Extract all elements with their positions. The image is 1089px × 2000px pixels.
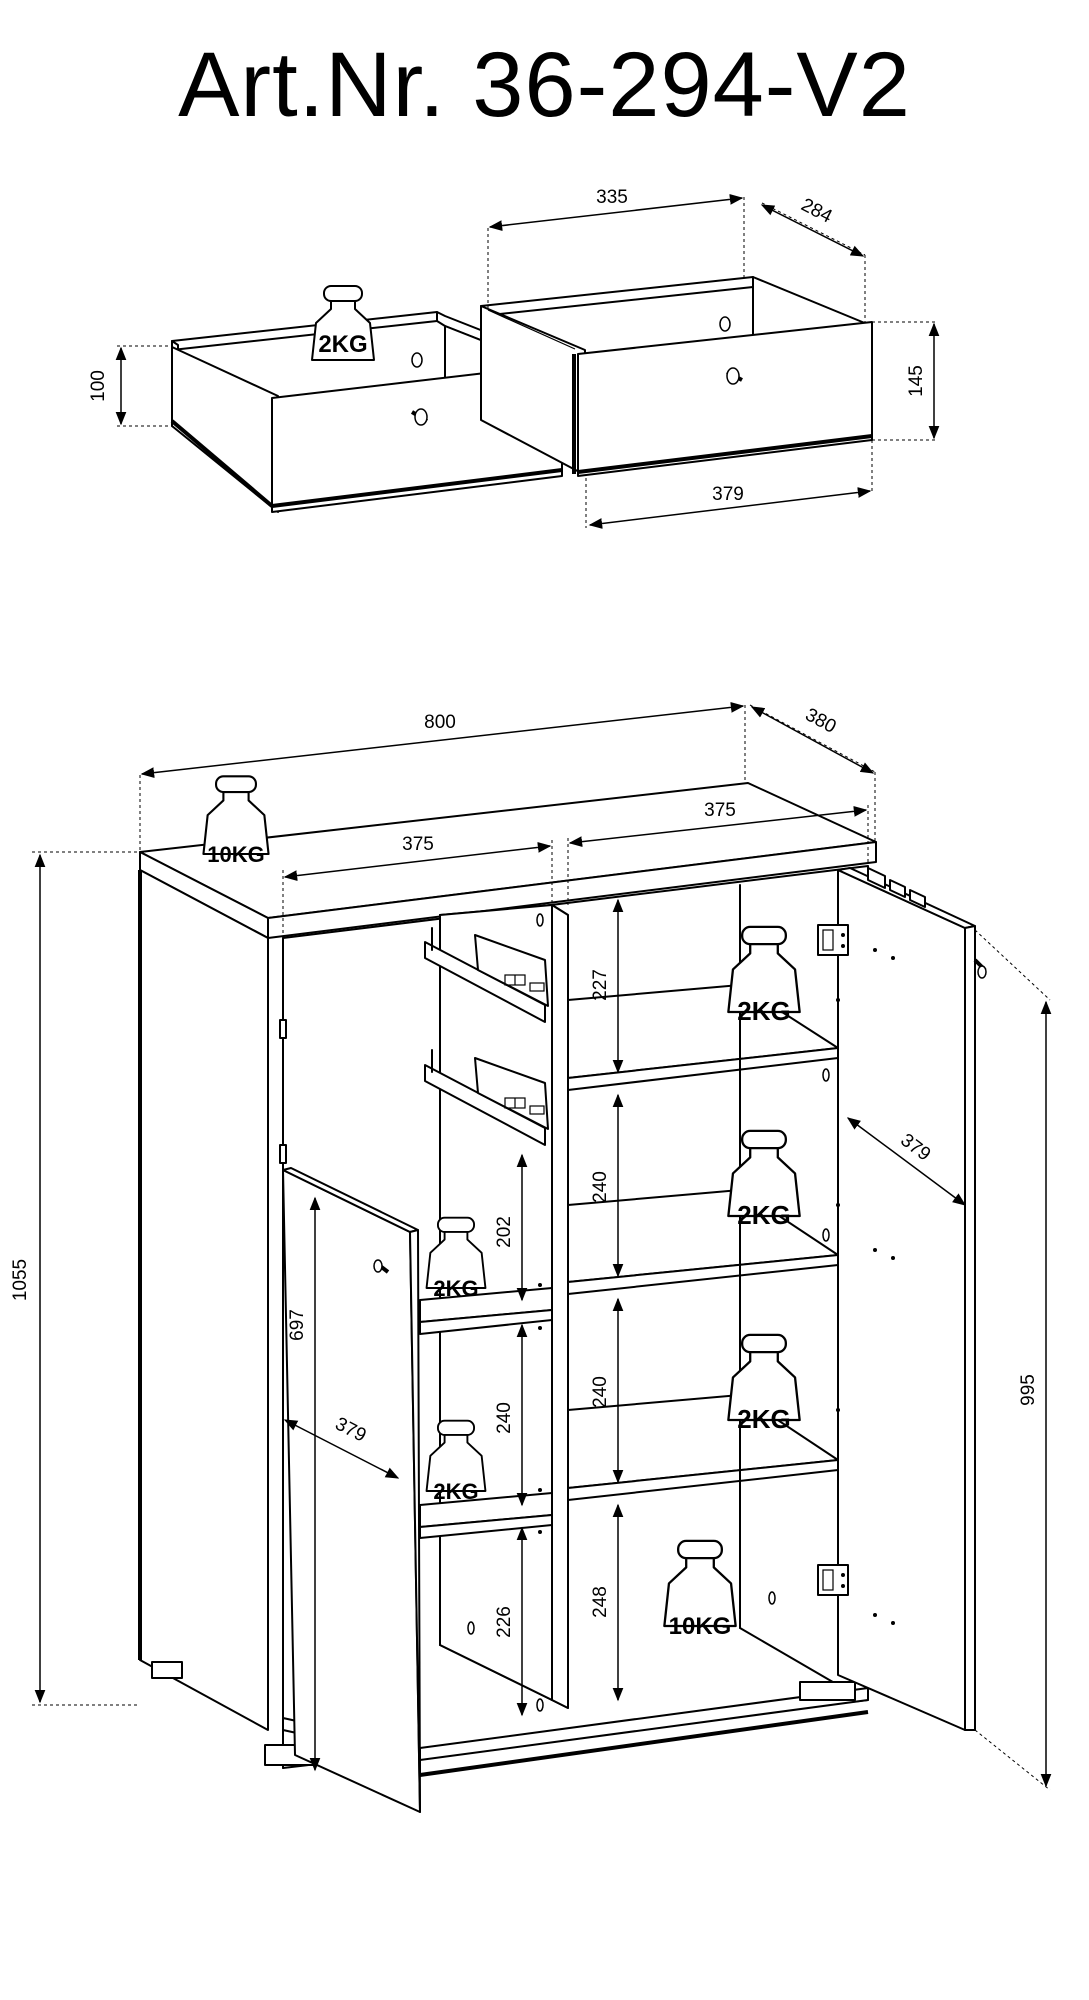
cabinet-top-weight-label: 10KG <box>207 842 264 867</box>
dim-drawer-front: 379 <box>712 484 744 505</box>
dim-right-height: 240 <box>590 1376 611 1408</box>
dim-drawer-height-left: 100 <box>88 370 109 402</box>
door-left <box>282 1167 421 1813</box>
shelf-weight-label: 2KG <box>737 996 790 1026</box>
foot <box>151 1661 183 1679</box>
dim-door-height: 995 <box>1018 1374 1039 1406</box>
door-right <box>817 867 987 1731</box>
drawer-right-knob-icon <box>726 367 743 385</box>
hinge-icon <box>279 1144 287 1164</box>
dim-right-height: 227 <box>590 969 611 1001</box>
hinge-icon <box>817 1564 849 1596</box>
drawer-right <box>480 276 873 477</box>
drawer-left-knob-icon <box>410 408 429 426</box>
cabinet-bottom-weight-label: 10KG <box>669 1613 732 1640</box>
foot <box>799 1681 856 1701</box>
shelf-weight-label: 2KG <box>737 1404 790 1434</box>
dim-drawer-depth: 284 <box>798 195 836 228</box>
dim-left-height: 240 <box>494 1402 515 1434</box>
dim-right-height: 248 <box>590 1586 611 1618</box>
shelf-weight-label: 2KG <box>737 1200 790 1230</box>
dim-inner-left: 375 <box>402 834 434 855</box>
shelf-weight-label: 2KG <box>433 1276 478 1301</box>
dim-inner-right: 375 <box>704 800 736 821</box>
drawer-weight-label: 2KG <box>318 331 367 358</box>
dim-left-height: 202 <box>494 1216 515 1248</box>
dim-total-height: 1055 <box>10 1259 31 1301</box>
dim-left-compartment: 697 <box>287 1309 308 1341</box>
drawer-dimensions: 335 284 100 145 379 <box>88 187 940 529</box>
dim-right-height: 240 <box>590 1171 611 1203</box>
cabinet <box>138 782 987 1813</box>
dim-drawer-width: 335 <box>596 187 628 208</box>
dim-drawer-height-right: 145 <box>906 365 927 397</box>
dim-total-depth: 380 <box>802 704 840 737</box>
hinge-icon <box>817 924 849 956</box>
dim-left-height: 226 <box>494 1606 515 1638</box>
drawer-rail <box>424 927 549 1023</box>
dim-total-width: 800 <box>424 712 456 733</box>
hinge-icon <box>279 1019 287 1039</box>
drawer-rail <box>424 1049 549 1146</box>
page-title: Art.Nr. 36-294-V2 <box>178 34 911 136</box>
shelf-weight-label: 2KG <box>433 1479 478 1504</box>
